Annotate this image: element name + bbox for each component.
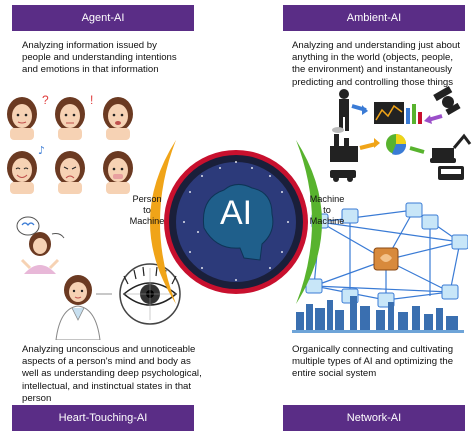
heart-touching-ai-description: Analyzing unconscious and unnoticeable a…: [22, 344, 202, 404]
person-to-machine-arc: [150, 140, 176, 304]
person-icon: [339, 89, 349, 131]
person-icon: [55, 275, 101, 340]
ambient-ai-description: Analyzing and understanding just about a…: [292, 40, 461, 88]
ambient-ai-illustration: [330, 86, 472, 182]
face-icon: [7, 97, 37, 140]
person-icon: [20, 232, 60, 274]
face-icon: [7, 151, 37, 194]
face-icon: [103, 97, 133, 140]
city-skyline-icon: [296, 296, 458, 330]
pie-graphic: [386, 134, 407, 155]
face-icon: [55, 97, 85, 140]
satellite-icon: [433, 86, 461, 116]
agent-ai-faces-illustration: ? ! ♪: [7, 93, 133, 194]
ai-center-label: AI: [219, 194, 253, 232]
ambient-ai-title: Ambient-AI: [346, 12, 402, 24]
heart-touching-ai-banner: Heart-Touching-AI: [12, 405, 194, 431]
machine-to-machine-label: Machine to Machine: [309, 194, 345, 226]
center-diagram: [150, 140, 322, 304]
agent-ai-title: Agent-AI: [81, 12, 125, 24]
excavator-icon: [430, 133, 472, 163]
heart-touching-ai-title: Heart-Touching-AI: [58, 412, 148, 424]
network-ai-banner: Network-AI: [283, 405, 465, 431]
factory-icon: [330, 127, 358, 162]
machine-to-machine-arc: [296, 140, 322, 304]
agent-ai-description: Analyzing information issued by people a…: [22, 40, 177, 76]
svg-text:!: !: [90, 93, 93, 107]
svg-text:♪: ♪: [38, 144, 45, 157]
ambient-ai-banner: Ambient-AI: [283, 5, 465, 31]
brain-icon: [202, 184, 274, 261]
face-icon: [55, 151, 85, 194]
agent-ai-banner: Agent-AI: [12, 5, 194, 31]
network-ai-description: Organically connecting and cultivating m…: [292, 344, 454, 380]
car-icon: [330, 170, 356, 182]
bus-icon: [438, 166, 464, 180]
network-ai-title: Network-AI: [346, 412, 402, 424]
face-icon: [103, 151, 133, 194]
speech-bubble-icon: [16, 216, 40, 236]
svg-text:?: ?: [42, 93, 49, 107]
person-to-machine-label: Person to Machine: [129, 194, 165, 226]
